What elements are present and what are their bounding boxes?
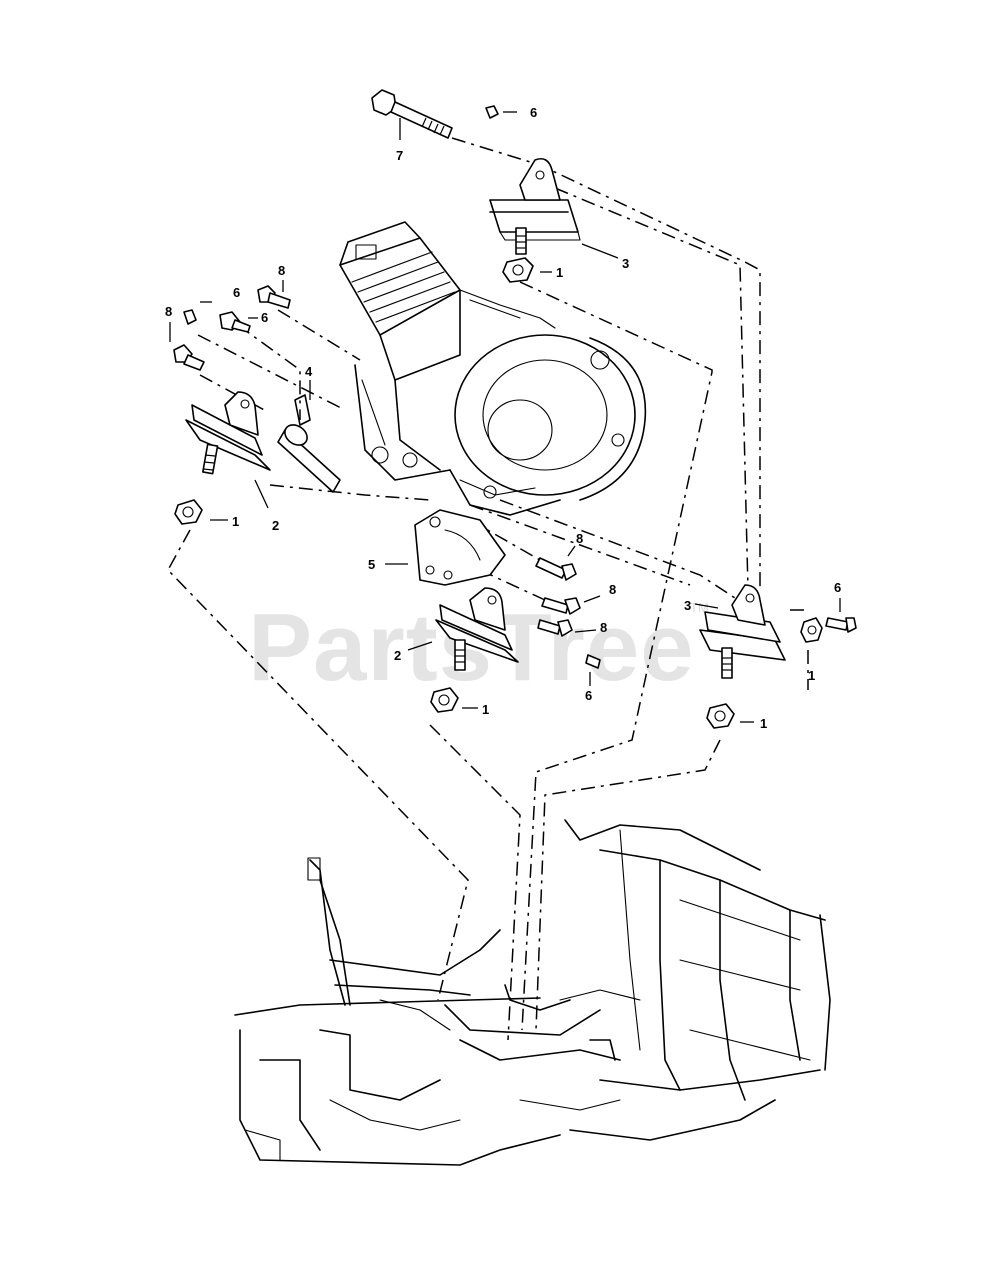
callout-7: 7 bbox=[396, 148, 403, 163]
mount-plate-5 bbox=[385, 509, 506, 586]
callout-6: 6 bbox=[530, 105, 537, 120]
callout-4: 4 bbox=[305, 364, 313, 379]
upper-left-bolts bbox=[169, 280, 291, 371]
callout-3: 3 bbox=[684, 598, 691, 613]
watermark-trademark: TM bbox=[690, 600, 709, 615]
callout-8: 8 bbox=[600, 620, 607, 635]
callout-8: 8 bbox=[576, 531, 583, 546]
assembly-lines bbox=[167, 137, 809, 1041]
callout-6: 6 bbox=[233, 285, 240, 300]
callout-8: 8 bbox=[165, 304, 172, 319]
callout-6: 6 bbox=[585, 688, 592, 703]
callout-1: 1 bbox=[482, 702, 489, 717]
watermark: PartsTree TM bbox=[248, 594, 709, 701]
callout-1: 1 bbox=[760, 716, 767, 731]
callout-8: 8 bbox=[609, 582, 616, 597]
callout-1: 1 bbox=[232, 514, 239, 529]
mount-bushing-4 bbox=[277, 380, 341, 493]
callout-1: 1 bbox=[556, 265, 563, 280]
callout-2: 2 bbox=[394, 648, 401, 663]
callout-5: 5 bbox=[368, 557, 375, 572]
engine-mount-bracket-left bbox=[174, 391, 271, 525]
callout-3: 3 bbox=[622, 256, 629, 271]
callout-1: 1 bbox=[808, 668, 815, 683]
callout-2: 2 bbox=[272, 518, 279, 533]
callout-6: 6 bbox=[834, 580, 841, 595]
callout-labels: 1 1 1 1 1 2 2 3 3 4 5 6 6 6 6 6 7 8 8 8 … bbox=[165, 105, 841, 731]
engine-mount-bracket-center bbox=[407, 587, 519, 713]
atv-frame bbox=[234, 819, 831, 1166]
long-bolt-7 bbox=[371, 89, 453, 140]
watermark-text: PartsTree bbox=[248, 594, 695, 701]
engine-mount-bracket-top bbox=[485, 105, 619, 283]
engine-assembly bbox=[339, 221, 647, 516]
engine-mount-bracket-right bbox=[694, 584, 857, 729]
center-bolts bbox=[535, 545, 601, 686]
callout-6: 6 bbox=[261, 310, 268, 325]
callout-8: 8 bbox=[278, 263, 285, 278]
